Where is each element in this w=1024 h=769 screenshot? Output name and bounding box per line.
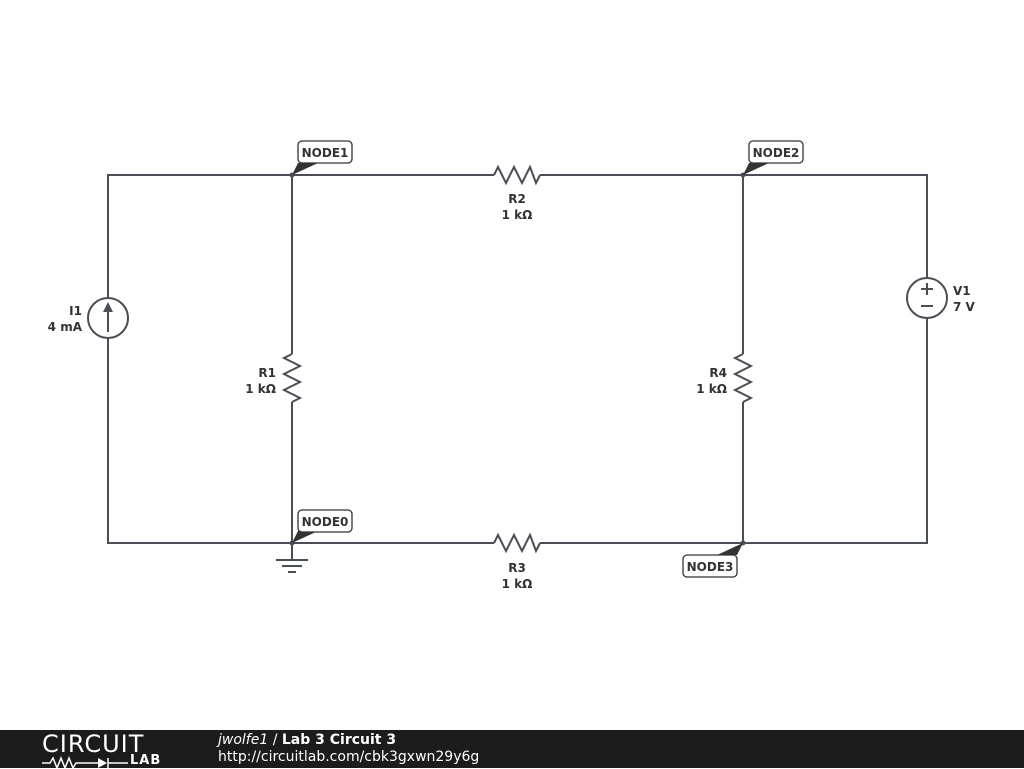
label-i1-value: 4 mA [48,320,83,334]
node-label-node2: NODE2 [753,146,800,160]
logo-wordmark-top: CIRCUIT [42,730,145,758]
author-name[interactable]: jwolfe1 [218,732,269,748]
logo-wordmark-bottom: LAB [130,753,162,768]
logo-resistor-diode-icon [42,755,128,769]
circuitlab-logo[interactable]: CIRCUIT LAB [42,730,177,769]
wire-bottom-r3-left [107,338,494,544]
footer-bar: CIRCUIT LAB jwolfe1 / Lab 3 Circuit 3 ht… [0,730,1024,769]
label-r2-value: 1 kΩ [502,208,533,222]
label-v1-name: V1 [953,284,971,298]
label-r1-name: R1 [258,366,276,380]
resistor-r4-symbol[interactable] [732,353,754,403]
wire-right-bottom [540,318,928,544]
resistor-r3-symbol[interactable] [493,532,541,554]
wire-top-r2-right [540,174,928,278]
label-r4-name: R4 [709,366,727,380]
label-r1-value: 1 kΩ [245,382,276,396]
node-flag-node2[interactable]: NODE2 [743,140,804,175]
label-i1-name: I1 [69,304,82,318]
voltage-source-v1[interactable] [906,277,948,319]
credit-line: jwolfe1 / Lab 3 Circuit 3 [218,732,479,749]
label-r2-name: R2 [508,192,526,206]
label-r3-name: R3 [508,561,526,575]
resistor-r1-symbol[interactable] [281,353,303,403]
label-v1-value: 7 V [953,300,976,314]
node-flag-node1[interactable]: NODE1 [292,140,353,175]
label-r3-value: 1 kΩ [502,577,533,591]
node-flag-node0[interactable]: NODE0 [292,509,353,543]
node-flag-node3[interactable]: NODE3 [682,543,743,578]
wire-left-top [107,174,292,298]
circuit-credit: jwolfe1 / Lab 3 Circuit 3 http://circuit… [218,732,479,766]
node-label-node3: NODE3 [687,560,734,574]
node-label-node1: NODE1 [302,146,349,160]
credit-separator: / [268,732,282,748]
circuit-schematic: NODE1 NODE2 NODE0 NODE3 R2 1 kΩ R3 1 kΩ … [48,140,976,591]
resistor-r2-symbol[interactable] [493,164,541,186]
circuit-title[interactable]: Lab 3 Circuit 3 [281,732,397,748]
current-source-i1[interactable] [87,297,129,339]
wires [107,174,928,544]
node-label-node0: NODE0 [302,515,349,529]
label-r4-value: 1 kΩ [696,382,727,396]
circuit-url[interactable]: http://circuitlab.com/cbk3gxwn29y6g [218,749,480,765]
ground-icon [276,543,308,573]
